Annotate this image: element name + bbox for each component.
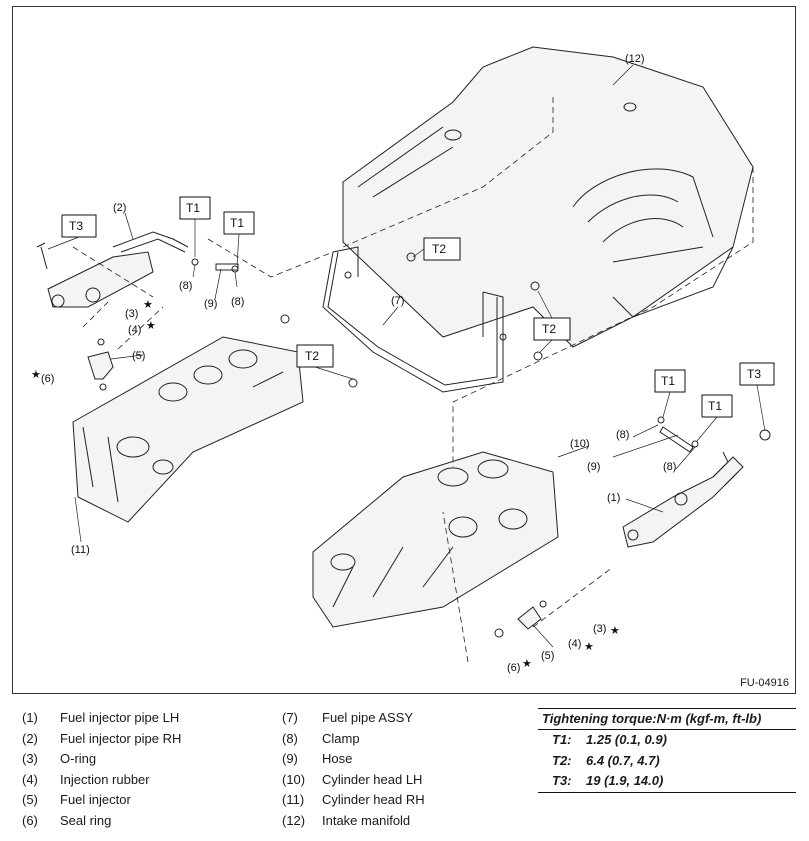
- svg-text:T2: T2: [542, 322, 556, 336]
- legend-item: (2)Fuel injector pipe RH: [22, 730, 182, 746]
- callout-4-a: (4): [128, 324, 141, 336]
- torque-tag-t2-a: T2: [423, 237, 461, 261]
- callout-10: (10): [570, 438, 590, 450]
- callout-6-b: (6): [507, 662, 520, 674]
- torque-table: Tightening torque:N·m (kgf-m, ft-lb) T1:…: [538, 708, 796, 793]
- callout-6-a-star: ★: [31, 369, 41, 381]
- legend-item: (10)Cylinder head LH: [282, 771, 423, 787]
- legend-item: (9)Hose: [282, 751, 353, 767]
- fuel-injector-pipe-lh: [622, 451, 744, 548]
- callout-8-d: (8): [663, 461, 676, 473]
- callout-6-b-star: ★: [522, 658, 532, 670]
- callout-2: (2): [113, 202, 126, 214]
- callout-4-b: (4): [568, 638, 581, 650]
- callout-11: (11): [71, 544, 90, 556]
- legend-item: (4)Injection rubber: [22, 771, 150, 787]
- callout-1: (1): [607, 492, 620, 504]
- callout-7: (7): [391, 295, 404, 307]
- callout-12: (12): [625, 53, 645, 65]
- legend-column-a: (1)Fuel injector pipe LH (2)Fuel injecto…: [22, 708, 181, 832]
- callout-4-a-star: ★: [146, 320, 156, 332]
- intake-manifold: [342, 46, 754, 348]
- svg-text:T1: T1: [186, 201, 200, 215]
- fuel-injector-pipe-rh: [36, 231, 189, 308]
- callout-8-a: (8): [179, 280, 192, 292]
- svg-text:T2: T2: [432, 242, 446, 256]
- cylinder-head-lh: [312, 451, 559, 628]
- torque-tag-t2-b: T2: [533, 317, 571, 341]
- cylinder-head-rh: [72, 336, 304, 523]
- torque-row: T1:1.25 (0.1, 0.9): [552, 732, 667, 747]
- svg-text:T3: T3: [747, 367, 761, 381]
- diagram-frame: (12) (2) (7) (10) (1) (11) (8) (9) (8) (…: [12, 6, 796, 694]
- legend-item: (11)Cylinder head RH: [282, 792, 425, 808]
- callout-9-a: (9): [204, 298, 217, 310]
- svg-text:T1: T1: [708, 399, 722, 413]
- legend-column-b: (7)Fuel pipe ASSY (8)Clamp (9)Hose (10)C…: [282, 708, 425, 832]
- callout-4-b-star: ★: [584, 641, 594, 653]
- svg-text:T1: T1: [230, 216, 244, 230]
- legend-item: (8)Clamp: [282, 730, 360, 746]
- callout-9-b: (9): [587, 461, 600, 473]
- callout-5-b: (5): [541, 650, 554, 662]
- callout-3-b: (3): [593, 623, 606, 635]
- callouts: (12) (2) (7) (10) (1) (11) (8) (9) (8) (…: [31, 53, 676, 674]
- callout-8-c: (8): [616, 429, 629, 441]
- svg-text:T3: T3: [69, 219, 83, 233]
- torque-table-header: Tightening torque:N·m (kgf-m, ft-lb): [538, 708, 796, 730]
- torque-tag-t1-d: T1: [701, 394, 733, 418]
- legend-item: (6)Seal ring: [22, 812, 112, 828]
- torque-tag-t3-rh: T3: [61, 214, 97, 238]
- callout-8-b: (8): [231, 296, 244, 308]
- legend-item: (7)Fuel pipe ASSY: [282, 710, 414, 725]
- small-parts: [87, 252, 771, 638]
- legend-item: (1)Fuel injector pipe LH: [22, 710, 180, 725]
- callout-3-a-star: ★: [143, 299, 153, 311]
- exploded-view-diagram: (12) (2) (7) (10) (1) (11) (8) (9) (8) (…: [31, 46, 775, 674]
- legend-item: (12)Intake manifold: [282, 812, 411, 828]
- callout-3-a: (3): [125, 308, 138, 320]
- callout-6-a: (6): [41, 373, 54, 385]
- torque-tag-t1-a: T1: [179, 196, 211, 220]
- torque-tag-t1-c: T1: [654, 369, 686, 393]
- figure-code: FU-04916: [740, 677, 789, 689]
- tag-leaders: [47, 219, 766, 442]
- torque-row: T2:6.4 (0.7, 4.7): [552, 752, 660, 768]
- callout-3-b-star: ★: [610, 625, 620, 637]
- svg-text:T2: T2: [305, 349, 319, 363]
- torque-tag-t2-c: T2: [296, 344, 334, 368]
- callout-5-a: (5): [132, 350, 145, 362]
- legend: (1)Fuel injector pipe LH (2)Fuel injecto…: [0, 708, 809, 838]
- leader-lines: [74, 64, 696, 648]
- torque-tag-t1-b: T1: [223, 211, 255, 235]
- legend-item: (5)Fuel injector: [22, 792, 131, 808]
- legend-item: (3)O-ring: [22, 751, 97, 767]
- fuel-pipe-assy: [322, 246, 507, 393]
- assembly-guides: [72, 97, 754, 663]
- torque-row: T3:19 (1.9, 14.0): [538, 771, 796, 793]
- svg-text:T1: T1: [661, 374, 675, 388]
- torque-tag-t3-lh: T3: [739, 362, 775, 386]
